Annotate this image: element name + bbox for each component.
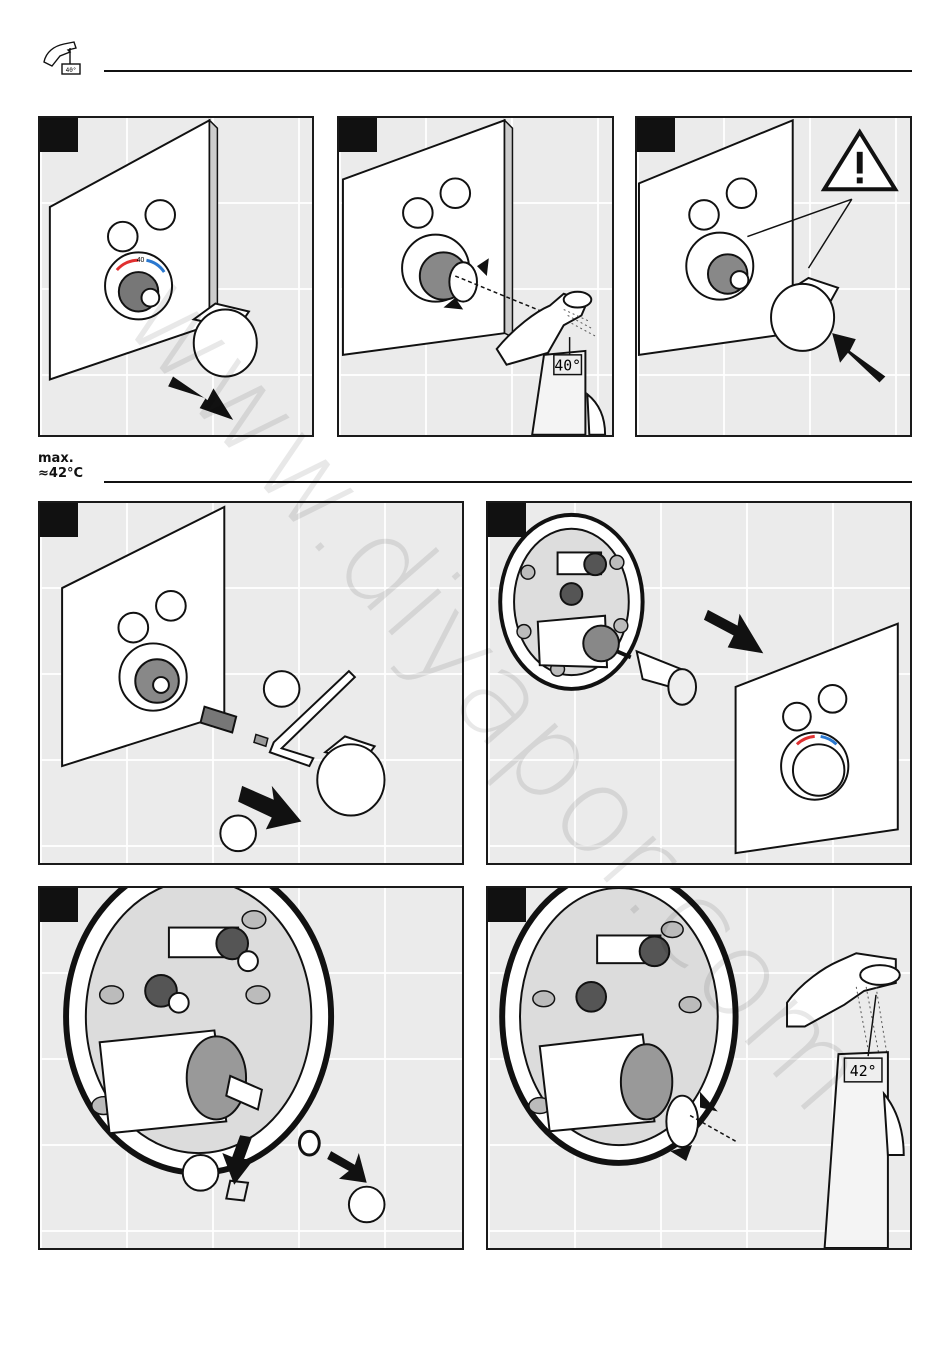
remove-clip-illustration — [40, 888, 462, 1248]
remove-knob-illustration: 40 — [40, 118, 312, 435]
max-temperature-note: max. ≈42°C — [38, 451, 83, 481]
remove-spindle-illustration — [40, 503, 462, 863]
step-5-panel — [486, 501, 912, 865]
max-temperature-value: ≈42°C — [38, 466, 83, 481]
callout-circle — [264, 671, 300, 707]
thermometer-display-40: 40° — [554, 358, 581, 375]
callout-circle — [220, 816, 256, 852]
step-2-panel: 40° — [337, 116, 614, 437]
middle-rule — [104, 481, 912, 483]
callout-circle — [349, 1187, 385, 1223]
header-icon-badge: 40° — [66, 67, 77, 74]
step-3-panel — [635, 116, 912, 437]
tub-button-icon — [145, 200, 175, 230]
step-1-panel: 40 — [38, 116, 314, 437]
calibrate-temperature-illustration: 40° — [339, 118, 612, 435]
rotate-cartridge-illustration: 42° — [488, 888, 910, 1248]
top-rule — [104, 70, 912, 72]
remove-trim-illustration — [488, 503, 910, 863]
max-label: max. — [38, 451, 83, 466]
callout-circle — [183, 1155, 219, 1191]
dial-mark: 40 — [137, 257, 145, 264]
shower-button-icon — [108, 222, 138, 252]
step-6-panel — [38, 886, 464, 1250]
step-7-panel: 42° — [486, 886, 912, 1250]
thermometer-display-42: 42° — [850, 1063, 877, 1080]
reinstall-knob-illustration — [637, 118, 910, 435]
step-4-panel — [38, 501, 464, 865]
hand-thermometer-icon: 40° — [40, 38, 84, 76]
